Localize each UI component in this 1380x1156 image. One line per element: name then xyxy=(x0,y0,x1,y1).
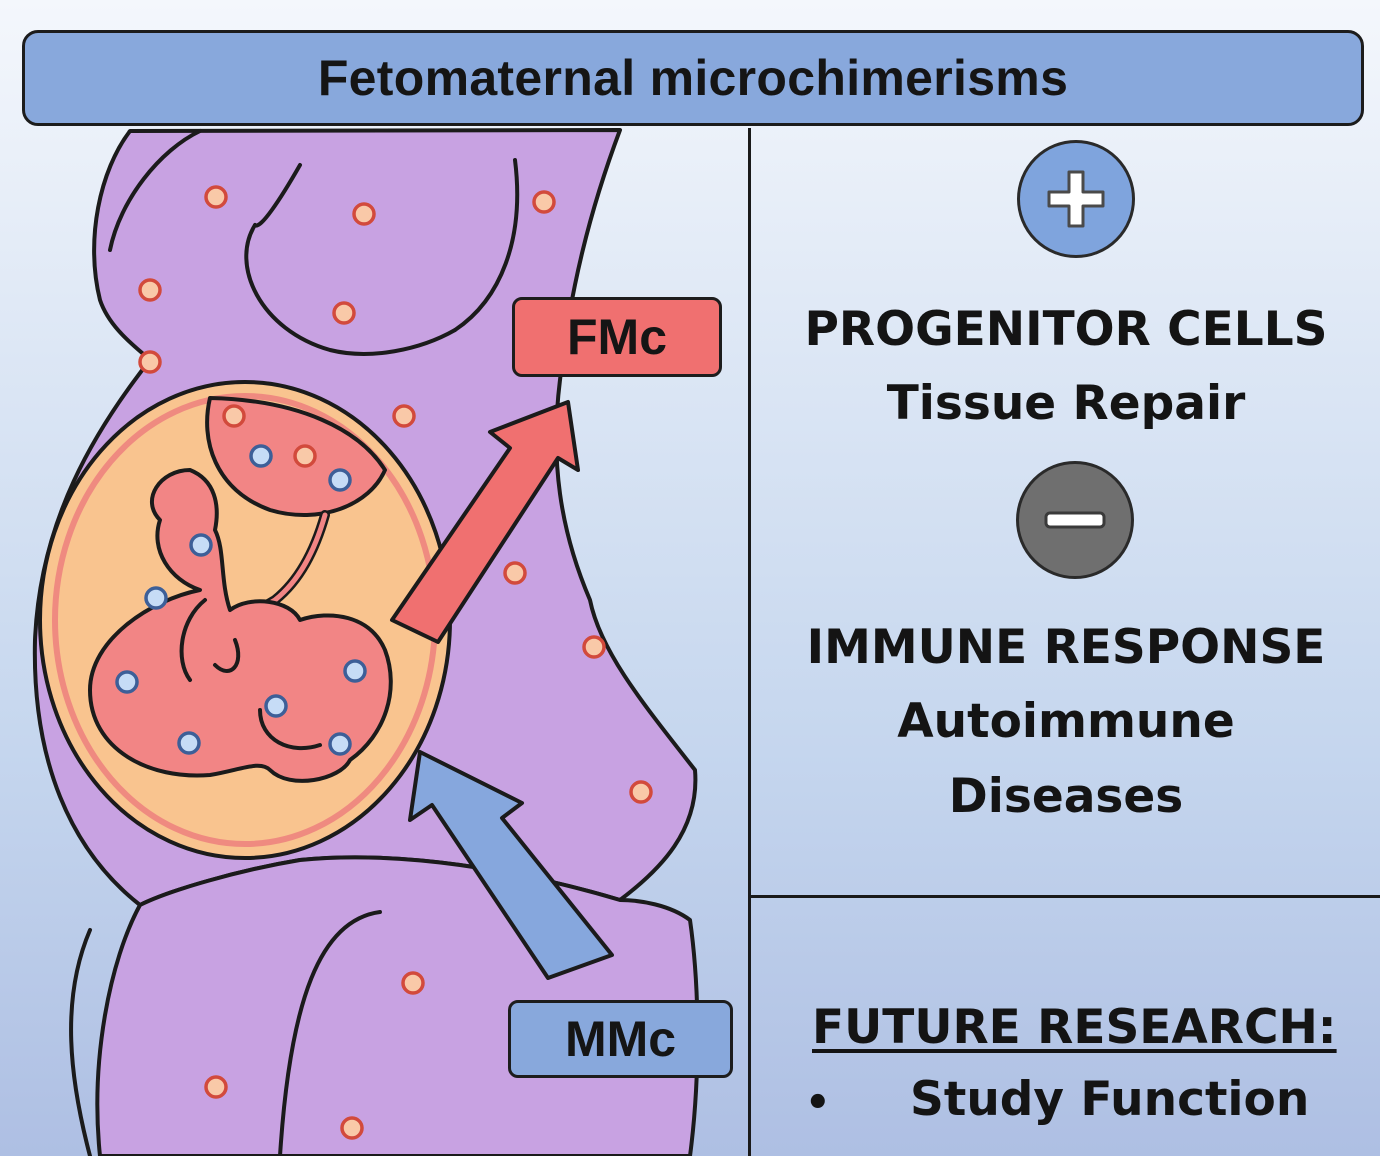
fetal-cell-dot xyxy=(138,278,162,302)
diseases-text: Diseases xyxy=(948,769,1184,824)
plus-glyph xyxy=(1047,170,1105,228)
fetal-cell-dot xyxy=(503,561,527,585)
fetal-cell-dot xyxy=(401,971,425,995)
bullet-marker: • xyxy=(805,1080,831,1126)
mmc-label: MMc xyxy=(508,1000,733,1078)
plus-icon xyxy=(1017,140,1135,258)
chest-curve xyxy=(108,129,202,252)
fetal-cell-dot xyxy=(204,185,228,209)
maternal-cell-dot xyxy=(115,670,139,694)
minus-glyph xyxy=(1044,511,1106,529)
panel-divider-vertical xyxy=(748,128,751,1156)
maternal-cell-dot xyxy=(189,533,213,557)
fetal-cell-dot xyxy=(138,350,162,374)
fetal-cell-dot xyxy=(204,1075,228,1099)
minus-icon xyxy=(1016,461,1134,579)
fetal-cell-dot xyxy=(352,202,376,226)
maternal-cell-arrow xyxy=(408,750,614,980)
future-research-heading: FUTURE RESEARCH: xyxy=(812,1000,1337,1055)
figure-title: Fetomaternal microchimerisms xyxy=(317,50,1069,106)
maternal-cell-dot xyxy=(144,586,168,610)
panel-divider-horizontal xyxy=(750,895,1380,898)
fetus-leg-line xyxy=(258,708,322,751)
fetal-cell-dot xyxy=(332,301,356,325)
maternal-cell-dot xyxy=(328,732,352,756)
fetal-cell-dot xyxy=(582,635,606,659)
progenitor-cells-heading: PROGENITOR CELLS xyxy=(804,302,1328,357)
fmc-label: FMc xyxy=(512,297,722,377)
fetus-arm-line xyxy=(213,638,241,673)
breast-right-outline xyxy=(253,163,302,228)
fetus-limb-line xyxy=(179,598,207,682)
maternal-cell-dot xyxy=(328,468,352,492)
fetal-cell-dot xyxy=(293,444,317,468)
fetal-cell-dot xyxy=(392,404,416,428)
leg-fold-line xyxy=(278,910,382,1156)
immune-response-heading: IMMUNE RESPONSE xyxy=(806,620,1326,675)
fetal-cell-dot xyxy=(222,404,246,428)
tissue-repair-text: Tissue Repair xyxy=(886,376,1246,431)
pregnancy-illustration xyxy=(32,128,700,1156)
breast-left-outline xyxy=(244,223,457,356)
autoimmune-text: Autoimmune xyxy=(897,694,1235,749)
title-bar: Fetomaternal microchimerisms xyxy=(22,30,1364,126)
fetal-cell-dot xyxy=(532,190,556,214)
fetal-cell-dot xyxy=(340,1116,364,1140)
maternal-cell-dot xyxy=(177,731,201,755)
fetus xyxy=(88,468,393,783)
future-research-item: Study Function xyxy=(910,1072,1310,1127)
fetal-cell-dot xyxy=(629,780,653,804)
maternal-cell-dot xyxy=(264,694,288,718)
fetal-cell-arrow xyxy=(390,400,580,644)
back-line xyxy=(69,928,92,1156)
maternal-cell-dot xyxy=(343,659,367,683)
breast-right-curve xyxy=(453,158,520,332)
maternal-cell-dot xyxy=(249,444,273,468)
